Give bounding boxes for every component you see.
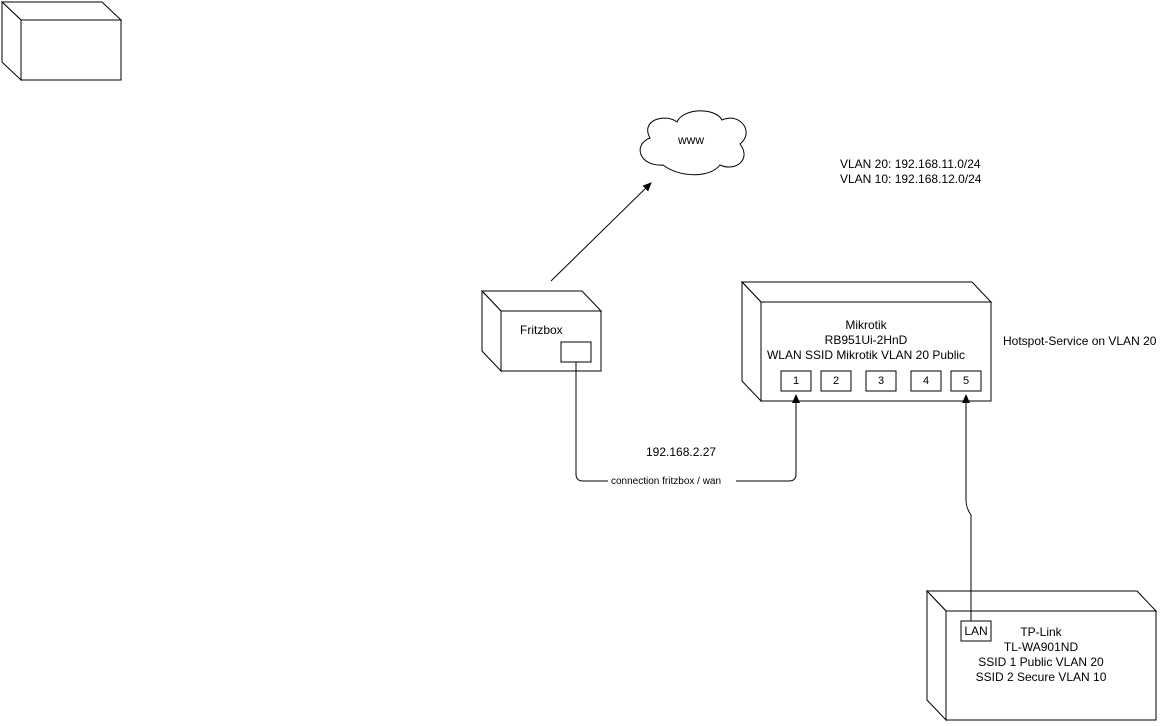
tplink-lan-label: LAN: [964, 624, 988, 638]
tplink-lan-port: [960, 620, 992, 642]
mikrotik-port-2-label: 2: [832, 375, 840, 387]
mikrotik-model: RB951Ui-2HnD: [824, 333, 908, 347]
tplink-box: [925, 589, 1158, 722]
mikrotik-port-4-label: 4: [922, 375, 930, 387]
connection-label: connection fritzbox / wan: [611, 476, 722, 487]
mikrotik-box: [740, 280, 993, 403]
mikrotik-port-4: [910, 370, 942, 392]
mikrotik-port-1-label: 1: [792, 375, 800, 387]
mikrotik-port-2: [820, 370, 852, 392]
cloud-shape: [639, 110, 747, 176]
mikrotik-port-5-label: 5: [962, 375, 970, 387]
mikrotik-port-3: [865, 370, 897, 392]
cloud-label: www: [678, 133, 704, 147]
mikrotik-port-1: [780, 370, 812, 392]
connection-ip: 192.168.2.27: [646, 445, 717, 459]
vlan10-range: VLAN 10: 192.168.12.0/24: [840, 172, 982, 186]
mikrotik-port-5: [950, 370, 982, 392]
tplink-model: TL-WA901ND: [1003, 640, 1079, 654]
lan-connection: [962, 394, 972, 621]
hotspot-label: Hotspot-Service on VLAN 20: [1003, 334, 1157, 348]
mikrotik-name: Mikrotik: [845, 318, 887, 332]
fritzbox-port: [560, 341, 592, 363]
fritzbox-label: Fritzbox: [520, 323, 563, 337]
tplink-name: TP-Link: [1020, 625, 1062, 639]
tplink-ssid1: SSID 1 Public VLAN 20: [978, 655, 1104, 669]
mikrotik-port-3-label: 3: [877, 375, 885, 387]
vlan20-range: VLAN 20: 192.168.11.0/24: [840, 157, 981, 171]
tplink-ssid2: SSID 2 Secure VLAN 10: [975, 670, 1107, 684]
fritzbox-box: [480, 289, 603, 373]
uplink-arrow: [550, 182, 652, 282]
mikrotik-ssid: WLAN SSID Mikrotik VLAN 20 Public: [766, 348, 966, 362]
empty-box: [0, 0, 123, 82]
